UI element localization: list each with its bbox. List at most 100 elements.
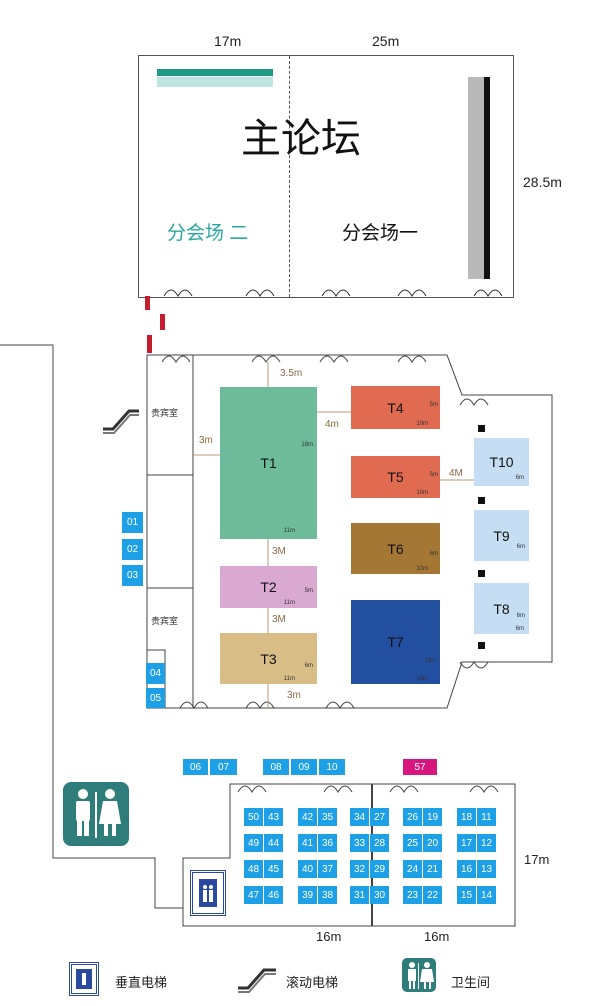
stall-cell[interactable]: 17 [457, 834, 476, 852]
vip-room-label: 贵宾室 [151, 408, 179, 418]
booth-t2[interactable]: T2 5m 11m [220, 566, 317, 608]
stall-hall-depth: 17m [524, 852, 550, 867]
teal-stage [157, 69, 273, 76]
stall-cell[interactable]: 27 [370, 808, 389, 826]
corridor-mark [160, 314, 165, 330]
gap-t5-t10: 4M [449, 468, 463, 479]
stall-cell[interactable]: 43 [264, 808, 283, 826]
stall-09[interactable]: 09 [291, 759, 317, 775]
stall-03[interactable]: 03 [122, 565, 143, 586]
stall-cell[interactable]: 19 [423, 808, 442, 826]
hall-two-label: 分会场 二 [167, 223, 249, 244]
forum-divider [289, 56, 290, 297]
stall-cell[interactable]: 24 [403, 860, 422, 878]
stall-cell[interactable]: 49 [244, 834, 263, 852]
stall-cell[interactable]: 48 [244, 860, 263, 878]
vip-room-label: 贵宾室 [151, 616, 179, 626]
restroom-icon [63, 782, 129, 846]
screen-bar [468, 77, 484, 279]
stall-hall-width-right: 16m [424, 929, 450, 944]
legend-elevator-label: 垂直电梯 [115, 975, 168, 990]
stall-cell[interactable]: 33 [350, 834, 369, 852]
stall-04[interactable]: 04 [146, 663, 165, 684]
gap-t2-t3: 3M [272, 614, 286, 625]
legend-elevator-icon [69, 962, 99, 996]
escalator-icon [103, 409, 139, 434]
corridor-mark [147, 335, 152, 353]
booth-t10[interactable]: T10 6m [474, 438, 529, 486]
forum-title: 主论坛 [241, 117, 361, 161]
hall-one-label: 分会场一 [342, 223, 419, 244]
pillar-marker [478, 570, 485, 577]
forum-doors [163, 289, 503, 297]
gap-t1-t4: 4m [325, 419, 339, 430]
stall-cell[interactable]: 41 [298, 834, 317, 852]
gap-lines [193, 362, 474, 708]
stall-cell[interactable]: 35 [318, 808, 337, 826]
stall-cell[interactable]: 31 [350, 886, 369, 904]
forum-width-right: 25m [372, 33, 400, 49]
gap-left: 3m [199, 435, 213, 446]
legend-restroom-label: 卫生间 [451, 975, 491, 990]
screen-bar-dark [484, 77, 490, 279]
stall-cell[interactable]: 38 [318, 886, 337, 904]
stall-01[interactable]: 01 [122, 512, 143, 533]
stall-cell[interactable]: 11 [477, 808, 496, 826]
stall-cell[interactable]: 34 [350, 808, 369, 826]
stall-cell[interactable]: 44 [264, 834, 283, 852]
stall-cell[interactable]: 30 [370, 886, 389, 904]
stall-hall-width-left: 16m [316, 929, 342, 944]
stall-cell[interactable]: 15 [457, 886, 476, 904]
booth-t1[interactable]: T1 18m 11m [220, 387, 317, 539]
stall-cell[interactable]: 16 [457, 860, 476, 878]
stall-cell[interactable]: 20 [423, 834, 442, 852]
stall-cell[interactable]: 37 [318, 860, 337, 878]
booth-t8[interactable]: T8 6m 6m [474, 583, 529, 634]
booth-t9[interactable]: T9 6m [474, 510, 529, 561]
stall-10[interactable]: 10 [319, 759, 345, 775]
main-forum-hall: 主论坛 分会场 二 分会场一 [138, 55, 514, 298]
pillar-marker [478, 642, 485, 649]
gap-top: 3.5m [280, 368, 303, 379]
booth-t3[interactable]: T3 6m 11m [220, 633, 317, 684]
stall-08[interactable]: 08 [263, 759, 289, 775]
stall-57[interactable]: 57 [403, 759, 437, 775]
legend-escalator-icon [238, 968, 276, 993]
stall-cell[interactable]: 14 [477, 886, 496, 904]
stall-cell[interactable]: 18 [457, 808, 476, 826]
stall-cell[interactable]: 25 [403, 834, 422, 852]
stall-cell[interactable]: 22 [423, 886, 442, 904]
booth-t4[interactable]: T4 5m 10m [351, 386, 440, 429]
stall-cell[interactable]: 40 [298, 860, 317, 878]
stall-06[interactable]: 06 [183, 759, 208, 775]
stall-cell[interactable]: 12 [477, 834, 496, 852]
stall-cell[interactable]: 23 [403, 886, 422, 904]
stall-cell[interactable]: 46 [264, 886, 283, 904]
stall-cell[interactable]: 47 [244, 886, 263, 904]
booth-t5[interactable]: T5 5m 10m [351, 456, 440, 498]
stall-cell[interactable]: 32 [350, 860, 369, 878]
legend-escalator-label: 滚动电梯 [286, 975, 339, 990]
pillar-marker [478, 497, 485, 504]
elevator-icon [190, 870, 226, 916]
stall-cell[interactable]: 50 [244, 808, 263, 826]
forum-depth: 28.5m [523, 174, 562, 190]
booth-t6[interactable]: T6 6m 10m [351, 523, 440, 574]
stall-cell[interactable]: 42 [298, 808, 317, 826]
corridor-mark [145, 296, 150, 310]
stall-05[interactable]: 05 [146, 688, 165, 708]
stall-cell[interactable]: 13 [477, 860, 496, 878]
stall-02[interactable]: 02 [122, 539, 143, 560]
stall-cell[interactable]: 28 [370, 834, 389, 852]
stall-cell[interactable]: 21 [423, 860, 442, 878]
stall-cell[interactable]: 29 [370, 860, 389, 878]
booth-t7[interactable]: T7 11m 10m [351, 600, 440, 684]
stall-07[interactable]: 07 [210, 759, 237, 775]
stall-cell[interactable]: 26 [403, 808, 422, 826]
stall-cell[interactable]: 45 [264, 860, 283, 878]
stall-cell[interactable]: 39 [298, 886, 317, 904]
pillar-marker [478, 425, 485, 432]
stall-cell[interactable]: 36 [318, 834, 337, 852]
